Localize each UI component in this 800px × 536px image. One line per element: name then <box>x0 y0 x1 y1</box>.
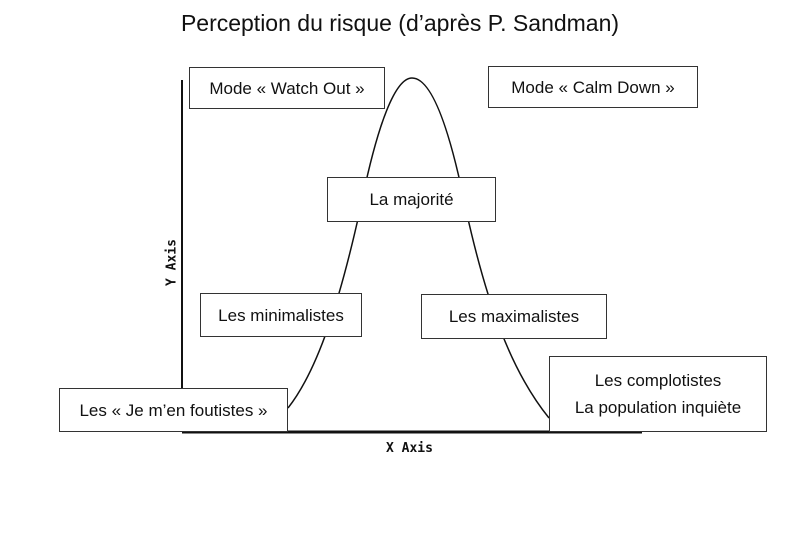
calm-down-mode-label: Mode « Calm Down » <box>511 77 675 97</box>
minimalists-box: Les minimalistes <box>200 293 362 337</box>
x-axis-label: X Axis <box>386 441 433 456</box>
watch-out-mode-label: Mode « Watch Out » <box>209 78 365 98</box>
minimalists-label: Les minimalistes <box>218 305 344 325</box>
worried-population-label: La population inquiète <box>574 398 742 417</box>
diagram-title: Perception du risque (d’après P. Sandman… <box>180 10 620 36</box>
calm-down-mode-box: Mode « Calm Down » <box>488 66 698 108</box>
watch-out-mode-box: Mode « Watch Out » <box>189 67 385 109</box>
majority-box: La majorité <box>327 177 496 222</box>
conspiracists-box: Les complotistes La population inquiète <box>549 356 767 432</box>
maximalists-label: Les maximalistes <box>448 307 580 326</box>
maximalists-box: Les maximalistes <box>421 294 607 339</box>
bell-curve <box>287 77 550 419</box>
y-axis-label: Y Axis <box>164 239 180 286</box>
conspiracists-label: Les complotistes <box>594 371 722 390</box>
majority-label: La majorité <box>369 190 454 209</box>
dont-care-label: Les « Je m’en foutistes » <box>79 400 268 420</box>
dont-care-box: Les « Je m’en foutistes » <box>59 388 288 432</box>
